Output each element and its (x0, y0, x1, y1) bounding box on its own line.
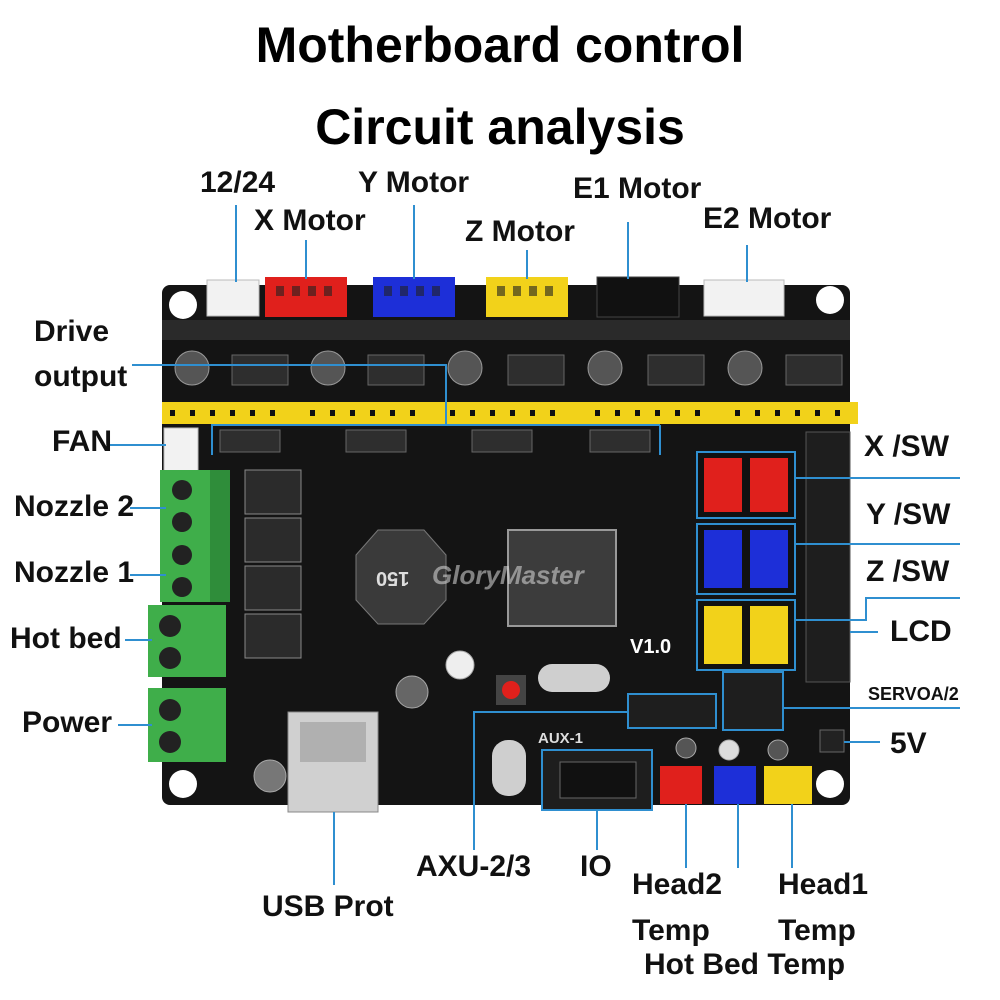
label-nozzle-2: Nozzle 2 (14, 490, 135, 523)
label-hot-bed: Hot bed (10, 622, 122, 655)
label-drive-output-2: output (34, 360, 128, 393)
label-5v: 5V (890, 727, 927, 760)
label-z-motor: Z Motor (465, 215, 575, 248)
label-head2-temp: Temp (632, 914, 710, 947)
mcu-chip (507, 529, 617, 627)
mounting-hole (169, 291, 197, 319)
label-drive-output-1: Drive (34, 315, 110, 348)
mounting-hole (169, 770, 197, 798)
label-lcd: LCD (890, 615, 952, 648)
board-version: V1.0 (630, 636, 672, 658)
e2-motor-connector (703, 279, 785, 317)
power-terminal-block (148, 688, 226, 762)
5v-jumper (819, 729, 845, 753)
label-x-sw: X /SW (864, 430, 950, 463)
head2-temp-connector (660, 766, 702, 804)
capacitor-row (174, 350, 763, 386)
label-head2: Head2 (632, 868, 723, 901)
label-hotbed-temp: Hot Bed Temp (644, 948, 846, 981)
hotbed-temp-connector (714, 766, 756, 804)
label-y-motor: Y Motor (358, 166, 470, 199)
mounting-hole (816, 770, 844, 798)
label-head1: Head1 (778, 868, 869, 901)
label-z-sw: Z /SW (866, 555, 950, 588)
servo-header (722, 671, 784, 731)
label-y-sw: Y /SW (866, 498, 951, 531)
label-e2-motor: E2 Motor (703, 202, 832, 235)
label-nozzle-1: Nozzle 1 (14, 556, 135, 589)
brand-watermark: GloryMaster (432, 560, 584, 590)
fan-connector (163, 427, 199, 473)
big-capacitor (355, 529, 447, 625)
capacitor-value: 150 (376, 567, 410, 589)
label-x-motor: X Motor (254, 204, 366, 237)
hotbed-terminal-block (148, 605, 226, 677)
aux1-label: AUX-1 (538, 730, 584, 747)
power-1224-connector (206, 279, 260, 317)
label-12-24: 12/24 (200, 166, 276, 199)
crystal (538, 664, 610, 692)
label-power: Power (22, 706, 113, 739)
head1-temp-connector (764, 766, 812, 804)
e1-motor-connector (596, 276, 680, 318)
label-servo: SERVOA/2 (868, 684, 959, 704)
driver-header-row (162, 320, 850, 340)
z-motor-connector (486, 277, 568, 317)
title-line-1: Motherboard control (255, 17, 745, 73)
label-fan: FAN (52, 425, 112, 458)
label-axu: AXU-2/3 (416, 850, 532, 883)
label-io: IO (580, 850, 612, 883)
aux23-header (627, 693, 717, 729)
label-e1-motor: E1 Motor (573, 172, 702, 205)
x-motor-connector (265, 277, 347, 317)
label-head1-temp: Temp (778, 914, 856, 947)
label-usb: USB Prot (262, 890, 394, 923)
y-motor-connector (373, 277, 455, 317)
title-line-2: Circuit analysis (315, 99, 685, 155)
lcd-header (805, 431, 851, 683)
mounting-hole (816, 286, 844, 314)
